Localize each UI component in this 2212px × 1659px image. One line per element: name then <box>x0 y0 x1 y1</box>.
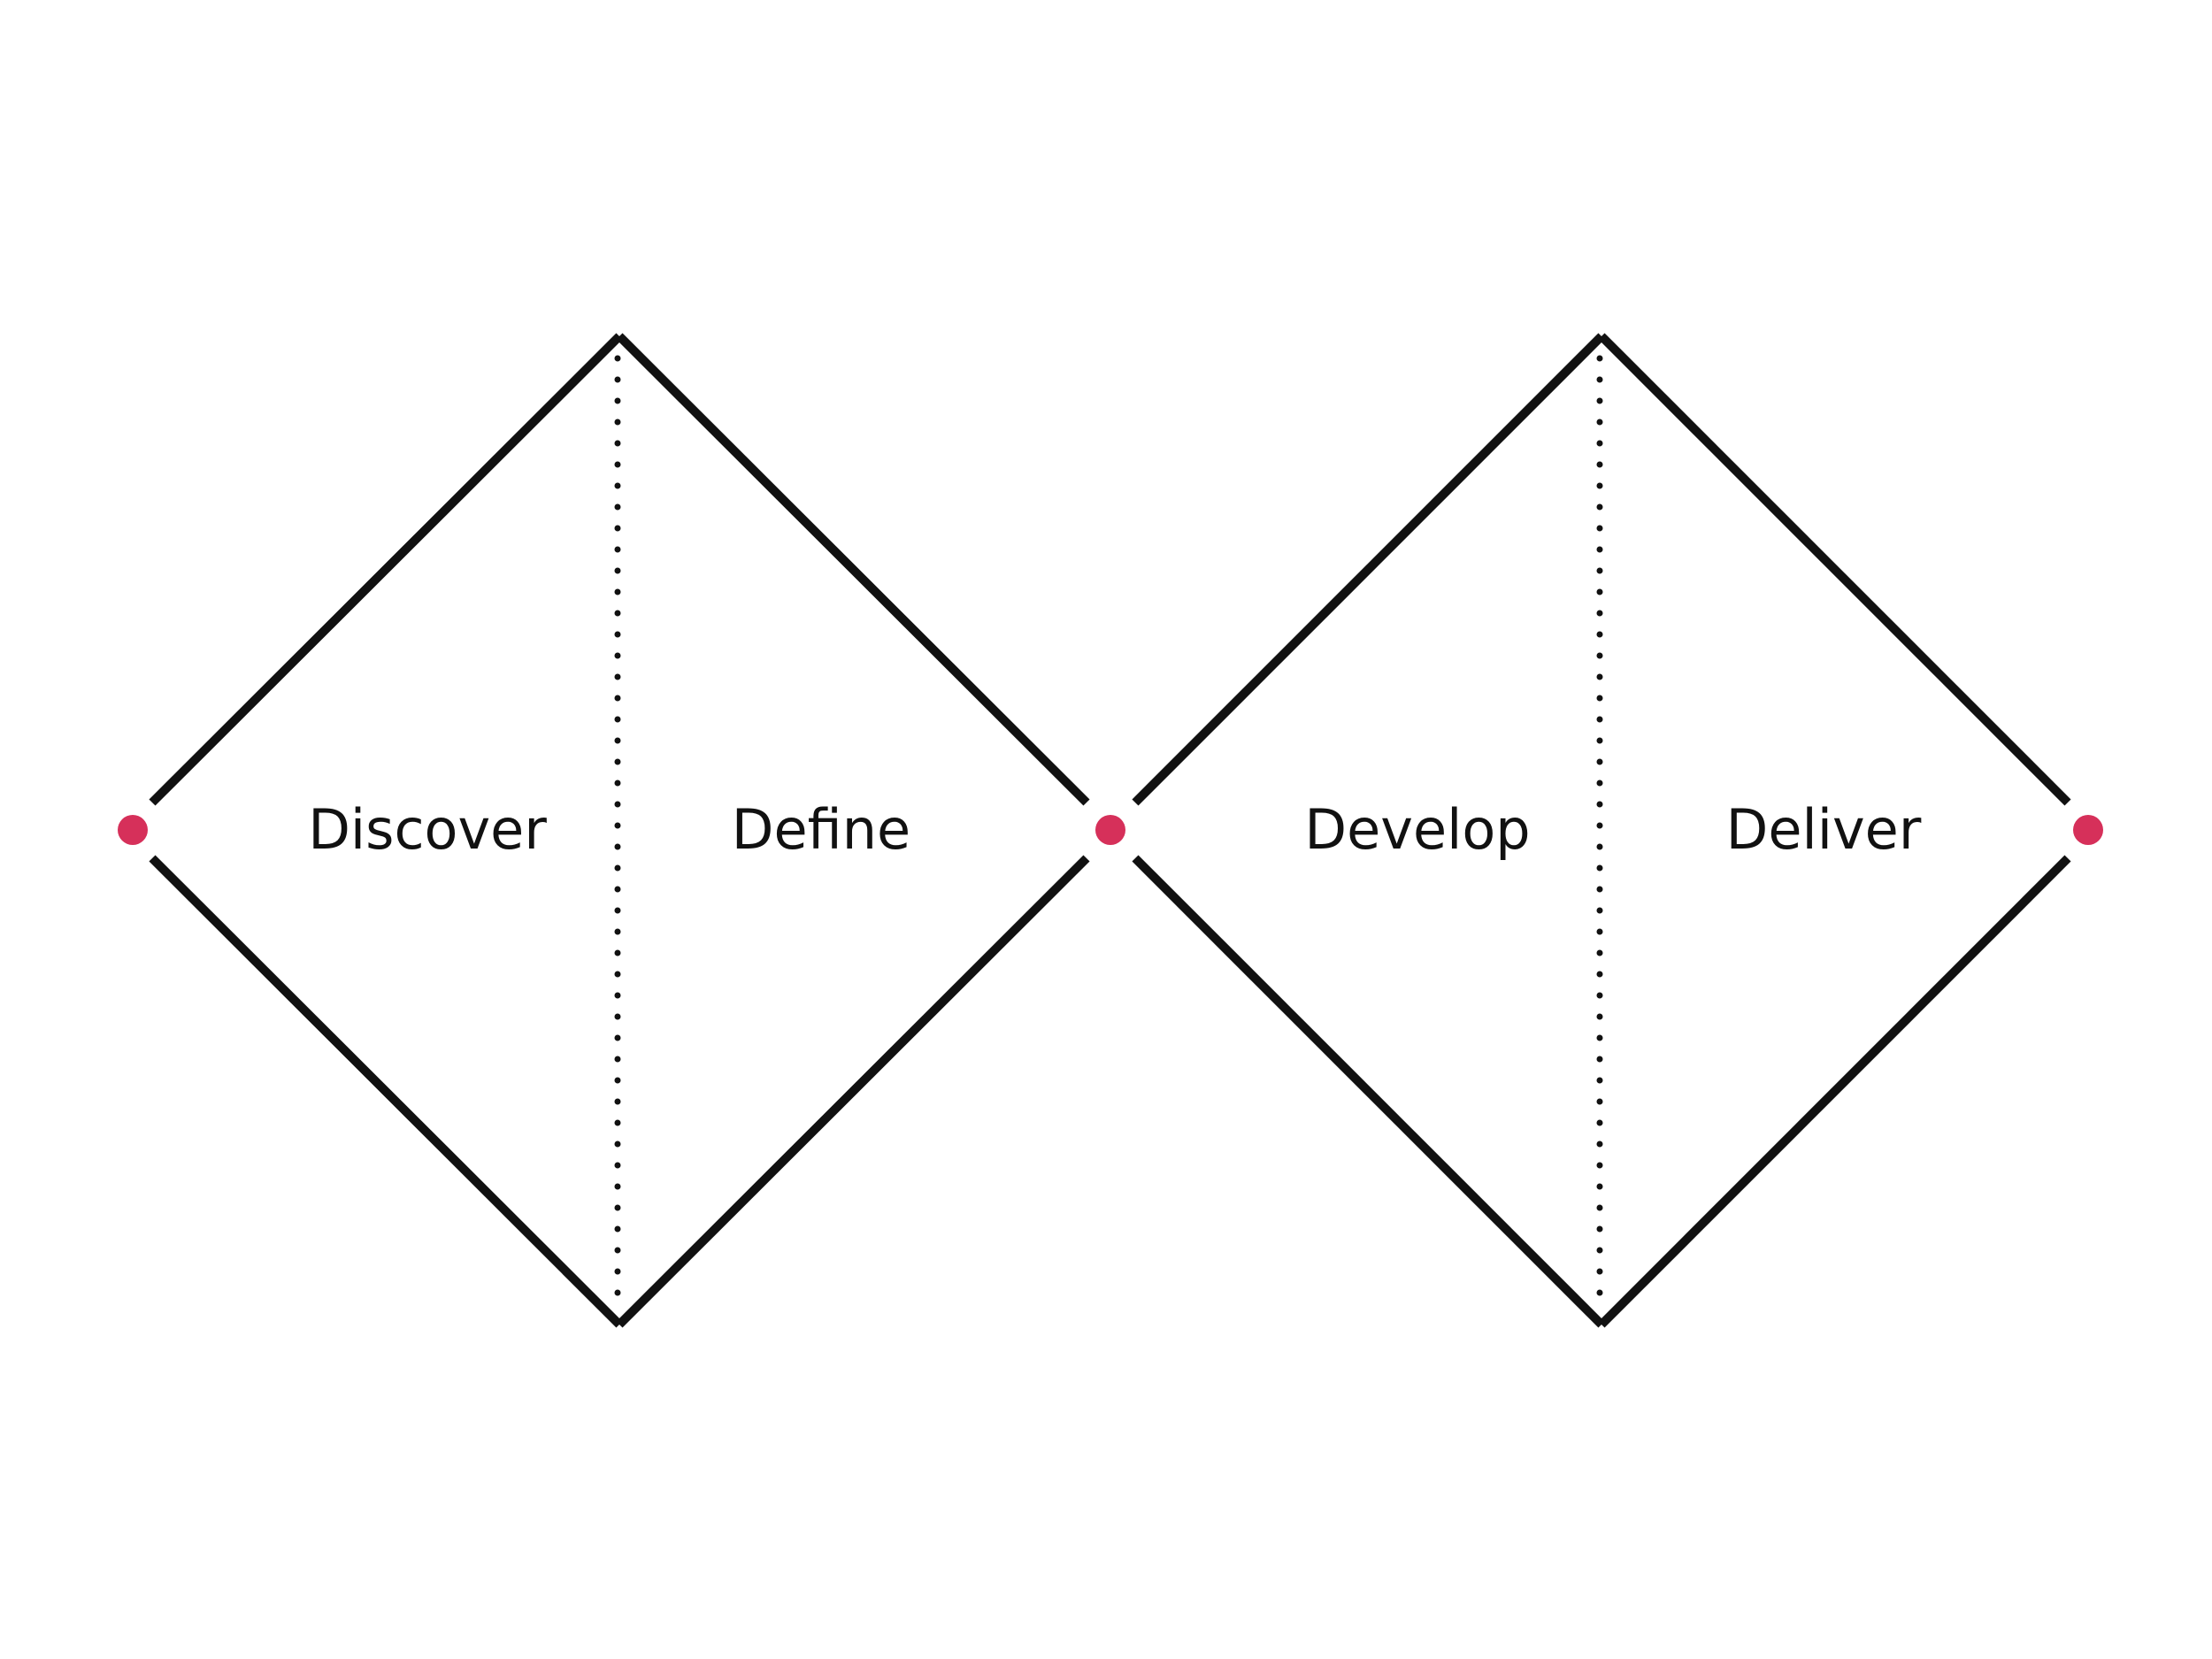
diamond-2-bottom-right-edge <box>1598 855 2071 1328</box>
diamond-1-top-right-edge <box>616 333 1090 806</box>
start-dot <box>118 815 148 845</box>
middle-dot <box>1095 815 1125 845</box>
diamond-2-bottom-left-edge <box>1132 855 1605 1328</box>
diamond-1-bottom-left-edge <box>149 855 623 1328</box>
end-dot <box>2073 815 2103 845</box>
diamond-1-top-left-edge <box>149 333 623 806</box>
diamond-2-top-right-edge <box>1598 333 2071 806</box>
phase-label-deliver: Deliver <box>1726 797 1922 862</box>
diamond-1 <box>149 333 1090 1328</box>
phase-label-discover: Discover <box>308 797 547 862</box>
phase-label-define: Define <box>732 797 910 862</box>
diamond-1-bottom-right-edge <box>616 855 1090 1328</box>
diamond-2-top-left-edge <box>1132 333 1605 806</box>
phase-label-develop: Develop <box>1304 797 1530 862</box>
diamond-2 <box>1132 333 2071 1328</box>
